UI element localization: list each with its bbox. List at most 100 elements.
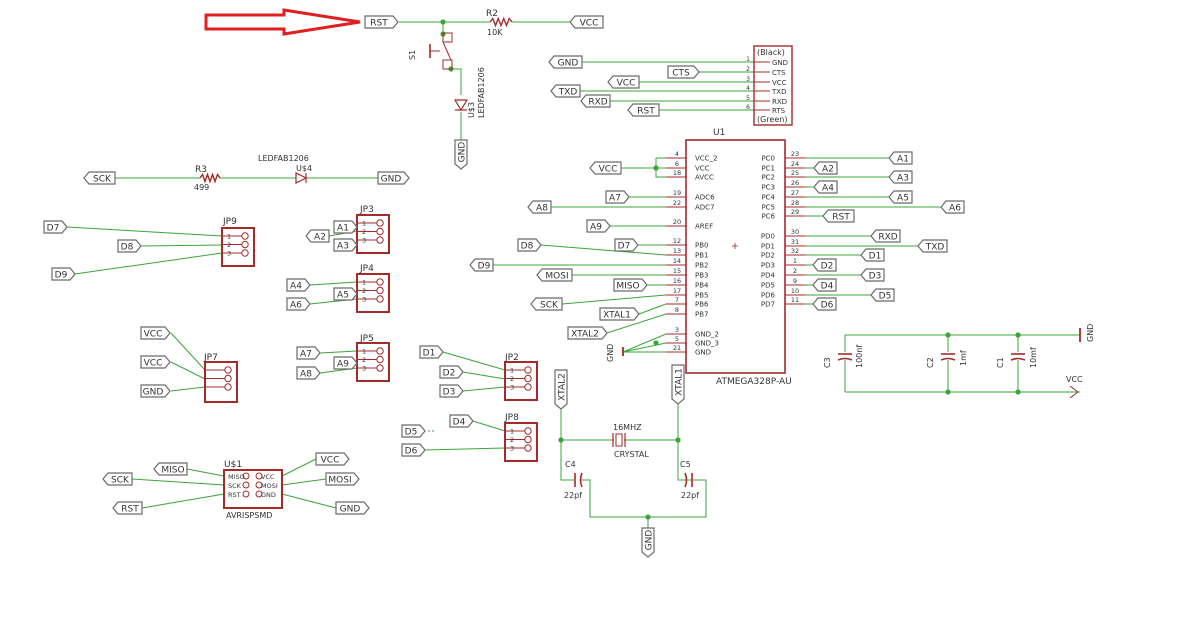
isp-pin-left xyxy=(242,472,250,480)
crystal-body xyxy=(615,433,623,447)
net-label-outline xyxy=(153,462,188,476)
isp-pin-left xyxy=(242,490,250,498)
net-label-text: RST xyxy=(370,19,388,29)
header-jp7-pin xyxy=(224,374,232,383)
mcu-name: U1 xyxy=(713,128,725,138)
c1-value: 10mf xyxy=(1029,347,1038,368)
net-label-outline xyxy=(548,55,583,69)
mcu-right-pin-number: 1 xyxy=(793,257,797,265)
net-label-a3-jp3: A3 xyxy=(333,238,358,252)
wire-gnd2-mcu xyxy=(622,333,667,353)
u4-value: LEDFAB1206 xyxy=(258,154,309,163)
r3-value: 499 xyxy=(194,183,209,192)
header-jp5-pin-number: 1 xyxy=(362,348,366,356)
net-label-text: D8 xyxy=(121,243,134,253)
net-label-outline xyxy=(671,364,685,405)
ftdi-pin-label: TXD xyxy=(771,88,786,96)
net-label-miso-mcu: MISO xyxy=(613,278,648,292)
header-jp5-pin xyxy=(376,347,384,355)
header-jp5-pin xyxy=(376,364,384,372)
net-label-d1-mcu: D1 xyxy=(860,248,885,262)
net-label-outline xyxy=(599,307,640,321)
wire-vcc-isp xyxy=(281,458,317,477)
net-label-outline xyxy=(112,501,143,515)
net-label-outline xyxy=(305,229,330,243)
mcu-right-pin-name: PC5 xyxy=(761,204,775,212)
isp-name: U$1 xyxy=(224,460,242,470)
net-label-text: A7 xyxy=(609,194,621,204)
net-label-text: GND xyxy=(458,142,468,163)
net-label-xtal2-mcu: XTAL2 xyxy=(567,326,608,340)
net-label-outline xyxy=(286,278,311,292)
mcu-right-pin-name: PD0 xyxy=(761,233,775,241)
wire-vcc2-jp7 xyxy=(170,361,206,380)
net-label-outline xyxy=(364,15,399,29)
net-label-outline xyxy=(83,171,116,185)
header-jp3-pin xyxy=(376,236,384,244)
net-label-xtal2-v: XTAL2 xyxy=(554,369,568,410)
header-jp3-pin xyxy=(376,227,384,236)
net-label-text: VCC xyxy=(580,19,599,29)
mcu-right-pin-number: 25 xyxy=(791,169,799,177)
net-label-a5-mcu: A5 xyxy=(888,190,913,204)
net-label-text: SCK xyxy=(540,301,559,311)
header-jp2-pin xyxy=(524,366,532,374)
net-label-outline xyxy=(940,200,965,214)
cap-c3-curve xyxy=(837,357,853,361)
header-jp7 xyxy=(204,361,238,403)
net-label-d5-mcu: D5 xyxy=(870,288,895,302)
net-label-outline xyxy=(822,209,855,223)
u3-name: U$3 xyxy=(467,102,476,118)
net-label-outline xyxy=(469,258,494,272)
isp-pin-right xyxy=(255,481,263,489)
wire-c4-top xyxy=(560,440,575,481)
net-label-a1-jp3: A1 xyxy=(333,220,358,234)
header-jp5-pin-number: 3 xyxy=(362,365,366,373)
net-label-text: A6 xyxy=(290,301,302,311)
net-label-outline xyxy=(586,219,611,233)
net-label-text: VCC xyxy=(144,359,163,369)
wire-xtal2-crystal xyxy=(560,409,614,441)
wire-xtal1-mcu xyxy=(638,303,667,315)
isp-left-label: SCK xyxy=(228,482,242,490)
ftdi-pin-label: GND xyxy=(772,59,788,67)
net-label-text: SCK xyxy=(111,476,130,486)
mcu-right-pin-number: 10 xyxy=(791,287,799,295)
wire-c5-gnd xyxy=(648,479,707,518)
wire-avcc xyxy=(655,158,666,178)
net-label-gnd-u4: GND xyxy=(377,171,410,185)
net-label-text: RST xyxy=(832,213,850,223)
net-label-rxd-mcu: RXD xyxy=(870,229,901,243)
net-label-a9-jp5: A9 xyxy=(333,356,358,370)
mcu-right-pin-name: PC0 xyxy=(761,155,775,163)
header-jp8-pin xyxy=(524,435,532,444)
header-jp9-pin-number: 2 xyxy=(227,241,231,249)
net-label-text: RST xyxy=(121,505,139,515)
wire-gnd-isp xyxy=(281,493,337,509)
net-label-d3-jp2: D3 xyxy=(439,384,464,398)
junction-dot xyxy=(653,165,659,171)
r2-value: 10K xyxy=(487,28,503,37)
net-label-rst-u1: RST xyxy=(112,501,143,515)
wire-rst-isp xyxy=(141,493,225,509)
mcu-right-pin-name: PC1 xyxy=(761,165,775,173)
net-label-outline xyxy=(296,366,321,380)
isp-u1-body xyxy=(223,469,283,509)
net-label-xtal1-mcu: XTAL1 xyxy=(599,307,640,321)
net-label-outline xyxy=(325,472,360,486)
s1-name: S1 xyxy=(408,50,417,60)
wire-d3-jp2 xyxy=(462,386,506,392)
net-label-rst-mcu: RST xyxy=(822,209,855,223)
mcu-right-pin-name: PC2 xyxy=(761,174,775,182)
header-jp4-pin xyxy=(376,278,384,286)
mcu-left-pin-name: GND_3 xyxy=(695,340,719,348)
mcu-left-pin-number: 12 xyxy=(673,237,681,245)
mcu-left-pin-name: PB3 xyxy=(695,272,708,280)
header-jp2-pin-number: 3 xyxy=(510,384,514,392)
crystal-name: CRYSTAL xyxy=(614,450,649,459)
net-label-outline xyxy=(860,268,885,282)
mcu-value: ATMEGA328P-AU xyxy=(716,377,792,387)
header-jp8-pin-number: 1 xyxy=(510,428,514,436)
net-label-text: A7 xyxy=(300,350,312,360)
net-label-sck-mcu: SCK xyxy=(530,297,563,311)
